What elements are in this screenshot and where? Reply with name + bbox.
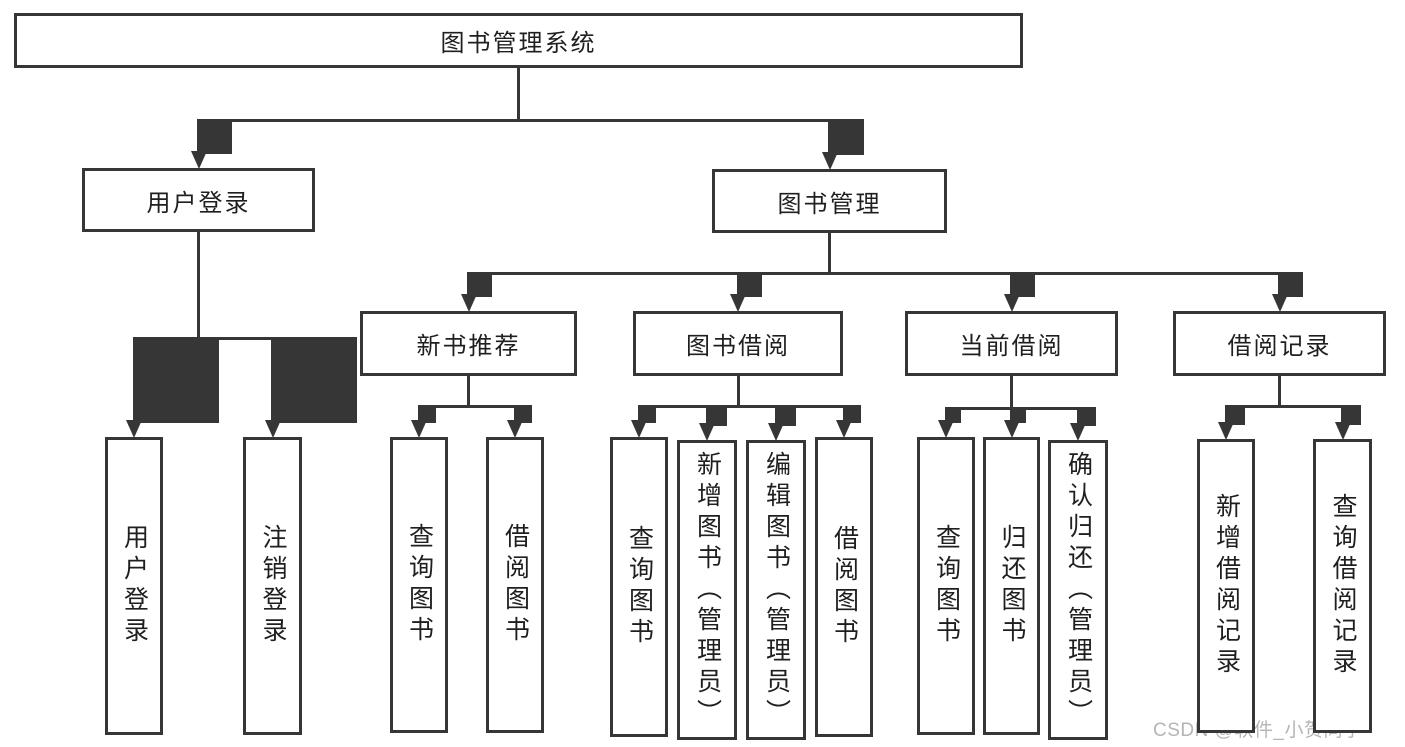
arrowhead-leaf-cb-confirm <box>1070 423 1086 441</box>
arrowhead-new-book-rec <box>460 294 477 312</box>
node-label-current-borrow: 当前借阅 <box>959 333 1064 360</box>
connector-drop-leaf-user-login <box>132 337 219 423</box>
node-label-leaf-br-query: 查询借阅记录 <box>1329 493 1357 679</box>
connector-stem-borrow-records <box>1278 374 1281 408</box>
node-label-leaf-nb-borrow: 借阅图书 <box>501 523 530 647</box>
connector-drop-current-borrow <box>1010 272 1035 297</box>
node-leaf-user-login: 用户登录 <box>105 437 163 735</box>
connector-rail-root <box>197 119 831 122</box>
arrowhead-leaf-bb-query <box>631 420 647 438</box>
node-root: 图书管理系统 <box>14 13 1023 68</box>
arrowhead-borrow-records <box>1271 294 1288 312</box>
node-leaf-nb-borrow: 借阅图书 <box>486 437 544 733</box>
arrowhead-leaf-br-add <box>1218 422 1234 440</box>
connector-drop-user-login <box>197 119 232 154</box>
connector-drop-leaf-bb-add <box>705 405 727 426</box>
arrowhead-leaf-br-query <box>1334 422 1351 440</box>
node-label-book-borrow: 图书借阅 <box>686 333 790 360</box>
connector-stem-book-mgmt <box>828 231 831 275</box>
node-label-leaf-cb-query: 查询图书 <box>932 524 961 648</box>
node-new-book-rec: 新书推荐 <box>360 311 577 376</box>
node-book-borrow: 图书借阅 <box>633 311 843 376</box>
connector-drop-leaf-cb-return <box>1010 407 1026 423</box>
connector-stem-book-borrow <box>736 374 740 408</box>
node-label-leaf-cb-confirm: 确认归还（管理员） <box>1064 450 1093 730</box>
arrowhead-leaf-nb-borrow <box>507 420 523 438</box>
node-leaf-logout: 注销登录 <box>243 437 302 735</box>
connector-drop-leaf-bb-query <box>637 405 656 423</box>
node-label-leaf-nb-query: 查询图书 <box>405 523 434 647</box>
arrowhead-book-borrow <box>730 294 746 312</box>
arrowhead-leaf-logout <box>264 420 281 438</box>
node-leaf-br-add: 新增借阅记录 <box>1197 439 1255 733</box>
node-leaf-cb-query: 查询图书 <box>917 437 975 735</box>
connector-rail-borrow-records <box>1224 405 1344 408</box>
arrowhead-leaf-cb-query <box>938 420 954 438</box>
node-leaf-bb-query: 查询图书 <box>610 437 668 737</box>
connector-stem-new-book-rec <box>467 374 470 408</box>
node-leaf-bb-borrow: 借阅图书 <box>815 437 873 737</box>
node-label-borrow-records: 借阅记录 <box>1227 333 1332 360</box>
node-leaf-nb-query: 查询图书 <box>390 437 448 733</box>
connector-rail-book-borrow <box>637 405 846 408</box>
node-borrow-records: 借阅记录 <box>1173 311 1386 376</box>
node-label-leaf-bb-add: 新增图书（管理员） <box>693 450 722 730</box>
node-leaf-bb-add: 新增图书（管理员） <box>677 440 737 740</box>
node-label-leaf-br-add: 新增借阅记录 <box>1212 493 1241 679</box>
connector-drop-new-book-rec <box>467 272 492 297</box>
arrowhead-leaf-bb-borrow <box>836 420 852 438</box>
node-label-leaf-bb-borrow: 借阅图书 <box>830 525 859 649</box>
node-label-new-book-rec: 新书推荐 <box>416 333 521 360</box>
arrowhead-leaf-user-login <box>126 420 142 438</box>
node-label-leaf-cb-return: 归还图书 <box>998 524 1026 648</box>
arrowhead-current-borrow <box>1003 294 1020 312</box>
node-label-leaf-bb-edit: 编辑图书（管理员） <box>762 450 791 730</box>
node-leaf-bb-edit: 编辑图书（管理员） <box>746 440 806 740</box>
connector-drop-leaf-logout <box>271 337 357 423</box>
connector-drop-book-borrow <box>736 272 762 297</box>
arrowhead-book-mgmt <box>821 152 838 170</box>
node-label-book-mgmt: 图书管理 <box>777 190 882 218</box>
connector-stem-user-login <box>197 230 200 340</box>
node-leaf-cb-confirm: 确认归还（管理员） <box>1048 440 1108 740</box>
arrowhead-leaf-bb-add <box>699 423 715 441</box>
node-label-leaf-user-login: 用户登录 <box>120 524 149 648</box>
connector-drop-leaf-br-add <box>1224 405 1245 425</box>
connector-drop-leaf-cb-query <box>944 407 961 423</box>
connector-rail-new-book-rec <box>417 405 517 408</box>
node-label-root: 图书管理系统 <box>440 30 597 57</box>
arrowhead-user-login <box>190 151 207 169</box>
node-current-borrow: 当前借阅 <box>905 311 1118 376</box>
connector-drop-leaf-bb-edit <box>774 405 796 426</box>
arrowhead-leaf-nb-query <box>411 420 427 438</box>
connector-drop-borrow-records <box>1278 272 1303 297</box>
connector-drop-leaf-nb-borrow <box>513 405 532 423</box>
node-label-user-login: 用户登录 <box>146 189 251 217</box>
connector-drop-book-mgmt <box>828 119 864 155</box>
node-user-login: 用户登录 <box>82 168 315 232</box>
connector-drop-leaf-bb-borrow <box>842 405 861 423</box>
connector-stem-root <box>517 66 520 122</box>
node-book-mgmt: 图书管理 <box>712 169 947 233</box>
connector-rail-book-mgmt <box>467 272 1281 275</box>
connector-drop-leaf-cb-confirm <box>1076 407 1096 426</box>
node-leaf-cb-return: 归还图书 <box>983 437 1040 735</box>
connector-drop-leaf-nb-query <box>417 405 436 423</box>
connector-drop-leaf-br-query <box>1341 405 1361 425</box>
node-leaf-br-query: 查询借阅记录 <box>1313 439 1372 733</box>
node-label-leaf-bb-query: 查询图书 <box>625 525 654 649</box>
node-label-leaf-logout: 注销登录 <box>259 524 287 648</box>
arrowhead-leaf-cb-return <box>1003 420 1020 438</box>
connector-stem-current-borrow <box>1010 374 1013 410</box>
arrowhead-leaf-bb-edit <box>768 423 784 441</box>
